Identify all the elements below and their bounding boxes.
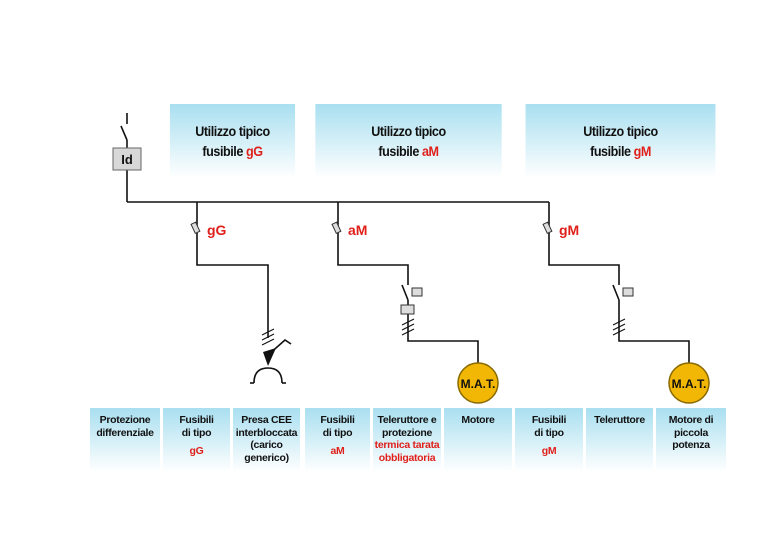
caption-cell: Motore (444, 408, 512, 472)
caption-cell: Protezione differenziale (90, 408, 160, 472)
header-line2: fusibile (202, 143, 246, 159)
caption-text: Fusibili di tipo (179, 414, 214, 439)
caption-text: Motore (461, 414, 495, 426)
contactor-switch-icon (401, 284, 409, 301)
header-line1: Utilizzo tipico (195, 123, 270, 139)
caption-text: Motore di piccola potenza (668, 414, 714, 451)
thermal-relay-icon (400, 304, 415, 315)
caption-red: aM (330, 445, 345, 457)
header-line2: fusibile (590, 143, 634, 159)
header-line1: Utilizzo tipico (371, 123, 446, 139)
id-label: Id (121, 152, 133, 167)
caption-cell: Fusibili di tipo aM (305, 408, 370, 472)
main-switch-icon (120, 125, 128, 141)
motor-icon (457, 362, 499, 404)
motor-icon (668, 362, 710, 404)
header-line2: fusibile (378, 143, 422, 159)
header-gm: Utilizzo tipico fusibile gM (525, 104, 716, 178)
caption-text: Fusibili di tipo (531, 414, 567, 439)
coil-icon (411, 287, 423, 297)
caption-cell: Teleruttore (586, 408, 653, 472)
header-type: aM (421, 143, 439, 159)
fuse-icon (542, 215, 553, 235)
contactor-switch-icon (612, 284, 620, 301)
caption-red: gM (541, 445, 557, 457)
motor-label: M.A.T. (461, 377, 496, 391)
caption-text: Teleruttore (594, 414, 645, 426)
fuse-label: aM (348, 222, 367, 238)
socket-icon (253, 367, 283, 384)
fuse-icon (331, 215, 342, 235)
caption-red: gG (189, 445, 204, 457)
differential-switch-box (112, 147, 142, 171)
header-am: Utilizzo tipico fusibile aM (315, 104, 502, 178)
motor-label: M.A.T. (672, 377, 707, 391)
caption-text: Presa CEE interbloccata (carico generico… (235, 414, 298, 464)
header-gg: Utilizzo tipico fusibile gG (169, 104, 296, 178)
coil-icon (622, 287, 634, 297)
caption-cell: Motore di piccola potenza (656, 408, 726, 472)
header-line1: Utilizzo tipico (583, 123, 658, 139)
caption-text: Teleruttore e protezione (377, 414, 437, 439)
caption-cell: Presa CEE interbloccata (carico generico… (233, 408, 300, 472)
caption-text: Protezione differenziale (96, 414, 154, 439)
fuse-label: gG (207, 222, 227, 238)
socket-plug-icon (263, 348, 276, 366)
caption-text: Fusibili di tipo (320, 414, 355, 439)
header-type: gM (633, 143, 652, 159)
caption-red: termica tarata obbligatoria (374, 439, 440, 464)
fuse-label: gM (559, 222, 579, 238)
fuse-icon (190, 215, 201, 235)
header-type: gG (245, 143, 263, 159)
caption-cell: Fusibili di tipo gG (163, 408, 230, 472)
caption-cell: Fusibili di tipo gM (515, 408, 583, 472)
